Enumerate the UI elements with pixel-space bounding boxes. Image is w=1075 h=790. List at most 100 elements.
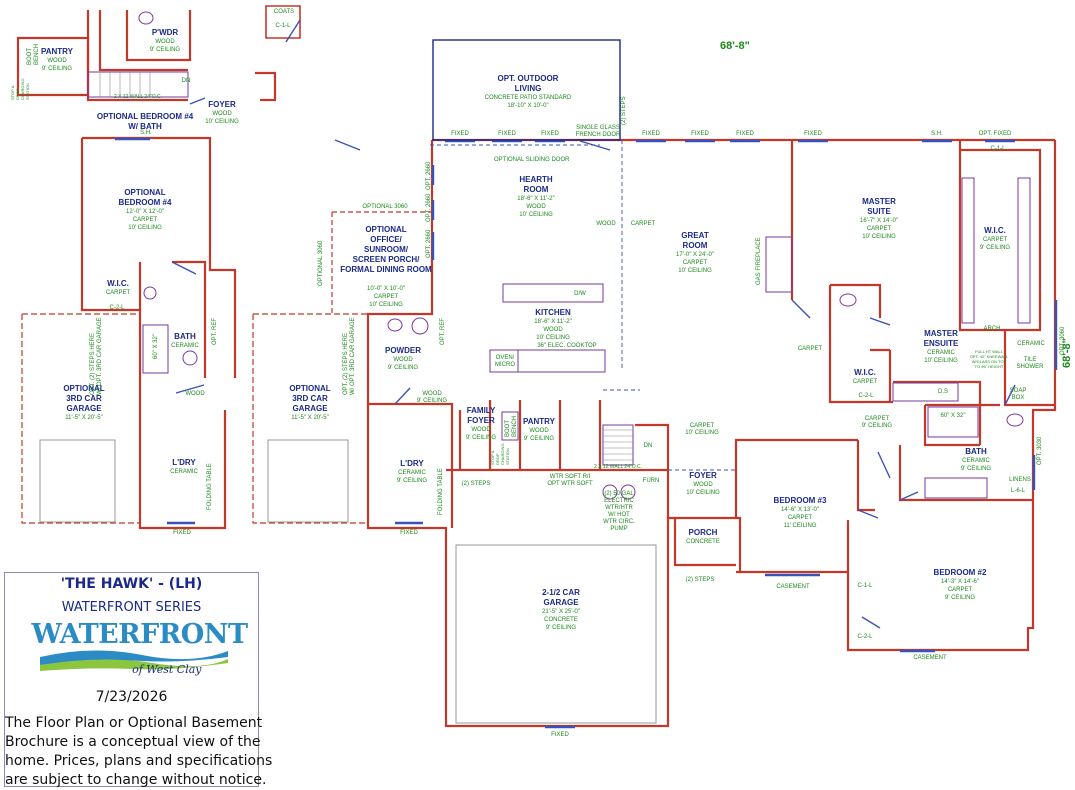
fireplace	[765, 236, 793, 293]
tag-fixed: FIXED	[541, 131, 559, 137]
door	[857, 509, 879, 519]
tag-wall-note: 2 X 12 WALL 24"O.C.	[593, 464, 643, 470]
tag-oven-micro: OVEN/ MICRO	[495, 355, 515, 368]
tub-left	[142, 324, 169, 374]
wall	[856, 440, 875, 512]
tag-fixed: FIXED	[173, 530, 191, 536]
tag-fixed: FIXED	[451, 131, 469, 137]
sink	[411, 317, 429, 335]
vanity-ensuite	[892, 382, 959, 402]
tag-dw: D/W	[574, 291, 586, 297]
opt-bedroom4-title: OPTIONAL BEDROOM #4 W/ BATH	[96, 112, 194, 131]
tag-drop-zone: STOP & DROP CHARGING STATION	[10, 78, 30, 100]
wall	[958, 140, 1042, 332]
tag-c2l: C-2-L	[109, 305, 125, 311]
oven-micro	[489, 349, 519, 373]
tag-tub: 60" X 32"	[940, 413, 966, 419]
tag-cooktop: 36" ELEC. COOKTOP	[537, 343, 597, 349]
wall	[331, 211, 432, 314]
wall	[830, 283, 882, 318]
sink	[602, 484, 618, 500]
tag-tile-shower: TILE SHOWER	[1016, 357, 1044, 370]
wall	[923, 403, 1000, 447]
tag-carpet-10: CARPET 10' CEILING	[685, 423, 719, 436]
toilet	[387, 318, 403, 332]
sink	[620, 484, 636, 500]
tag-carpet: CARPET	[630, 221, 656, 227]
logo-wave-icon	[39, 650, 228, 671]
tag-casement: CASEMENT	[913, 655, 947, 661]
tag-ds: D.S	[937, 389, 949, 395]
tag-opt-steps: OPT. (2) STEPS HERE W/ OPT. 3RD CAR GARA…	[90, 317, 103, 395]
door	[869, 317, 891, 326]
tag-wtr-soft: WTR SOFT R/I OPT WTR SOFT	[547, 474, 593, 487]
tag-cl: C-1-L	[990, 146, 1006, 152]
tag-opt-fixed: OPT. FIXED	[978, 131, 1012, 137]
wall	[252, 313, 368, 524]
tag-fixed: FIXED	[642, 131, 660, 137]
tag-opt-ref: OPT. REF	[440, 317, 446, 345]
vanity-bath	[924, 477, 988, 499]
tag-full-ht-wall: FULL HT WALL OPT. 42" KNEEWALL W/GLASS O…	[969, 349, 1009, 369]
kitchen-island	[502, 283, 604, 303]
tag-tub-left: 60" X 32"	[153, 334, 159, 359]
tag-soap-box: SOAP BOX	[1009, 388, 1027, 401]
tag-opt-3060: OPTIONAL 3060	[362, 204, 408, 210]
wall	[21, 313, 140, 524]
stairs	[87, 71, 189, 98]
tag-opt-sliding-door: OPTIONAL SLIDING DOOR	[494, 157, 570, 163]
stairs	[602, 424, 634, 466]
outdoor-living-outline	[432, 39, 621, 141]
tag-opt-steps: OPT. (2) STEPS HERE W/ OPT. 3RD CAR GARA…	[343, 317, 356, 395]
wall	[172, 260, 207, 378]
wall	[265, 5, 301, 39]
tag-arch: ARCH	[983, 326, 1001, 332]
room-wic-left: W.I.C.CARPET	[105, 279, 131, 296]
tag-boot-bench: BOOT BENCH	[27, 43, 40, 65]
logo-subtitle: of West Clay	[132, 663, 202, 676]
pantry-shelf	[501, 411, 519, 441]
logo-wordmark: WATERFRONT	[31, 619, 249, 650]
tag-fixed: FIXED	[691, 131, 709, 137]
tag-folding-table: FOLDING TABLE	[207, 463, 213, 510]
toilet	[839, 293, 857, 307]
dimension-width: 68'-8"	[720, 40, 750, 52]
tag-opt-2660: OPT. 2660	[426, 193, 432, 222]
wall	[598, 400, 670, 470]
garage-door-b	[267, 439, 349, 523]
tag-folding-table: FOLDING TABLE	[438, 468, 444, 515]
tag-ceramic: CERAMIC	[1017, 341, 1045, 347]
garage-door-main	[455, 544, 657, 724]
toilet	[138, 11, 154, 25]
door	[899, 491, 919, 501]
tag-steps-top: (2) STEPS	[621, 96, 627, 125]
sink	[143, 286, 157, 300]
tag-sh: S.H.	[931, 131, 943, 137]
plan-title: 'THE HAWK' - (LH)	[60, 576, 203, 592]
tag-carpet: CARPET	[797, 346, 823, 352]
wall	[368, 402, 454, 528]
door	[334, 139, 361, 151]
tag-wood: WOOD	[596, 221, 616, 227]
tag-casement: CASEMENT	[776, 584, 810, 590]
door	[877, 451, 891, 479]
tag-opt-2660: OPT. 2660	[426, 229, 432, 258]
wall	[458, 400, 562, 470]
wall	[673, 518, 736, 567]
room-wic-mid: W.I.C.CARPET	[852, 368, 878, 385]
